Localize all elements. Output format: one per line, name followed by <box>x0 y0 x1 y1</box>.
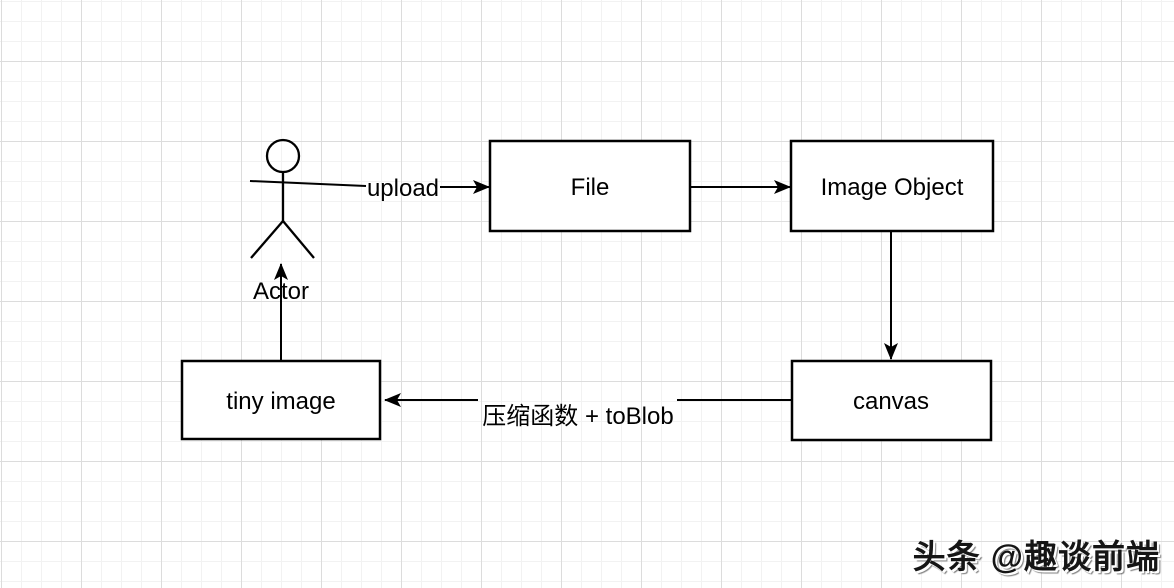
watermark-text: 头条 @趣谈前端 <box>912 538 1160 575</box>
edge-label-upload: upload <box>367 175 439 202</box>
node-file-label: File <box>571 174 610 201</box>
actor-leg-left <box>250 220 284 259</box>
node-image-object-label: Image Object <box>821 174 964 201</box>
node-canvas-label: canvas <box>853 388 929 415</box>
actor-head <box>265 138 301 174</box>
edge-label-compress: 压缩函数 + toBlob <box>482 403 673 430</box>
node-canvas-box <box>790 359 993 442</box>
actor-label: Actor <box>253 278 309 305</box>
node-file-box <box>488 139 692 233</box>
actor-figure <box>250 138 315 259</box>
node-image-object: Image Object <box>789 139 995 233</box>
edge-actor-to-file: upload <box>249 175 490 202</box>
edge-canvas-to-tiny-image: 压缩函数 + toBlob <box>384 393 791 430</box>
actor-leg-right <box>282 220 315 259</box>
node-canvas: canvas <box>790 359 993 442</box>
node-image-object-box <box>789 139 995 233</box>
edge-line <box>249 180 367 187</box>
node-tiny-image-box <box>180 359 382 441</box>
node-tiny-image-label: tiny image <box>226 388 335 415</box>
node-file: File <box>488 139 692 233</box>
node-tiny-image: tiny image <box>180 359 382 441</box>
